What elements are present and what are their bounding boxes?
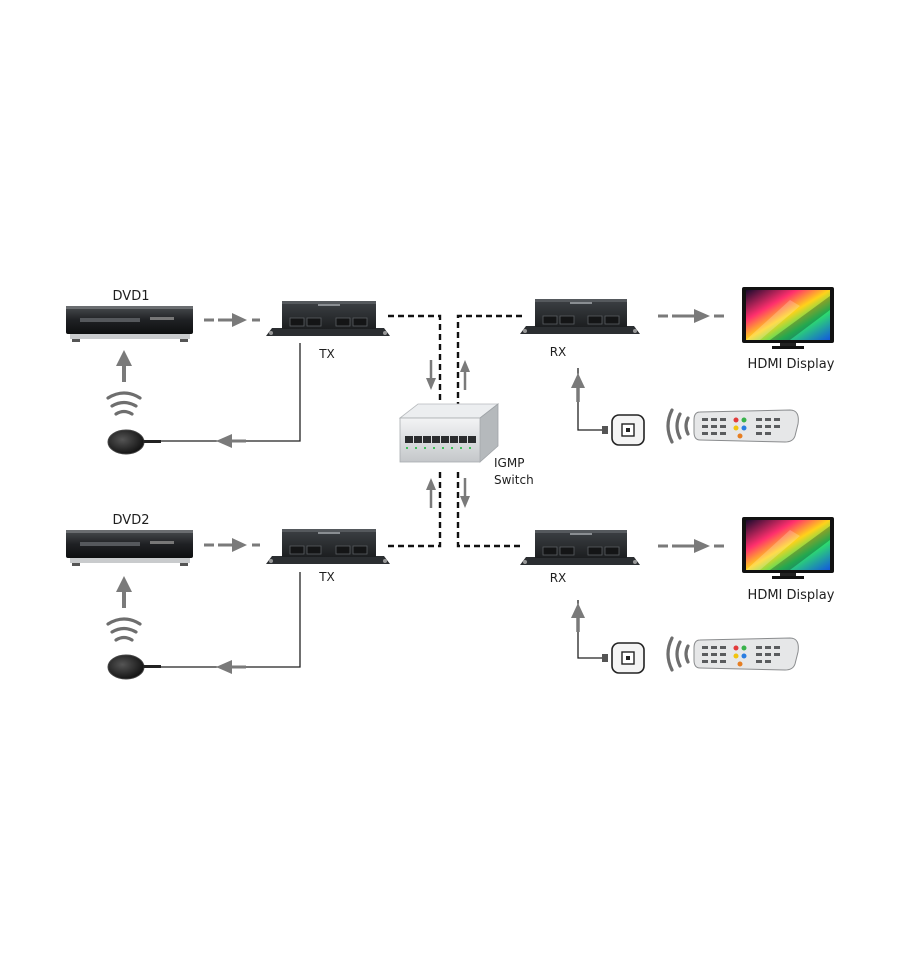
igmp-network-switch [398, 403, 500, 463]
ir-eye-receiver-2 [107, 654, 161, 680]
ir-receiver-sensor-2 [602, 642, 645, 674]
label-switch-line2: Switch [494, 473, 534, 487]
arrow-dvd1-to-tx1 [204, 313, 260, 327]
label-display2: HDMI Display [748, 588, 835, 603]
dvd-player-1 [66, 306, 193, 342]
arrow-switch-up-left-bottom [426, 478, 436, 508]
arrow-ir-up-rx1 [571, 373, 585, 402]
hdmi-display-2 [742, 517, 834, 579]
tx-unit-1 [266, 301, 390, 336]
label-switch-line1: IGMP [494, 456, 524, 470]
ir-wave-icon-rx1 [666, 408, 690, 444]
arrow-switch-down-left-top [426, 360, 436, 390]
ir-cabling [160, 343, 606, 668]
arrow-ir-up-dvd2 [116, 576, 132, 608]
arrow-ir-left-eye1 [216, 434, 246, 448]
label-dvd2: DVD2 [113, 513, 150, 528]
network-cabling [388, 314, 522, 548]
remote-control-icon-2 [693, 637, 799, 671]
ir-cable-tx1 [160, 343, 301, 442]
arrow-dvd2-to-tx2 [204, 538, 260, 552]
rx-unit-1 [520, 299, 640, 334]
ir-eye-receiver-1 [107, 429, 161, 455]
label-dvd1: DVD1 [113, 289, 150, 304]
ir-cable-rx2 [577, 600, 606, 659]
ir-cable-rx1 [577, 368, 606, 431]
signal-arrows [116, 309, 724, 674]
cable-tx1-to-switch [388, 314, 442, 408]
cable-tx2-to-switch [388, 472, 442, 548]
rx-unit-2 [520, 530, 640, 565]
switch-ports [405, 436, 476, 443]
arrow-ir-left-eye2 [216, 660, 246, 674]
cable-switch-to-rx1 [456, 314, 522, 408]
ir-cable-tx2 [160, 572, 301, 668]
arrow-ir-up-dvd1 [116, 350, 132, 382]
label-tx2: TX [318, 570, 335, 584]
tx-unit-2 [266, 529, 390, 564]
ir-wave-icon-rx2 [666, 636, 690, 672]
label-rx1: RX [550, 345, 567, 359]
remote-control-icon-1 [693, 409, 799, 443]
arrow-switch-down-right-bottom [460, 478, 470, 508]
arrow-rx2-to-display2 [658, 539, 724, 553]
label-rx2: RX [550, 571, 567, 585]
ir-signal-icon-1 [106, 391, 142, 416]
dvd-player-2 [66, 530, 193, 566]
arrow-ir-up-rx2 [571, 603, 585, 632]
label-display1: HDMI Display [748, 357, 835, 372]
cable-switch-to-rx2 [456, 472, 522, 548]
arrow-rx1-to-display1 [658, 309, 724, 323]
ir-signal-icon-2 [106, 617, 142, 642]
hdmi-display-1 [742, 287, 834, 349]
ir-receiver-sensor-1 [602, 414, 645, 446]
arrow-switch-up-right-top [460, 360, 470, 390]
label-tx1: TX [318, 347, 335, 361]
